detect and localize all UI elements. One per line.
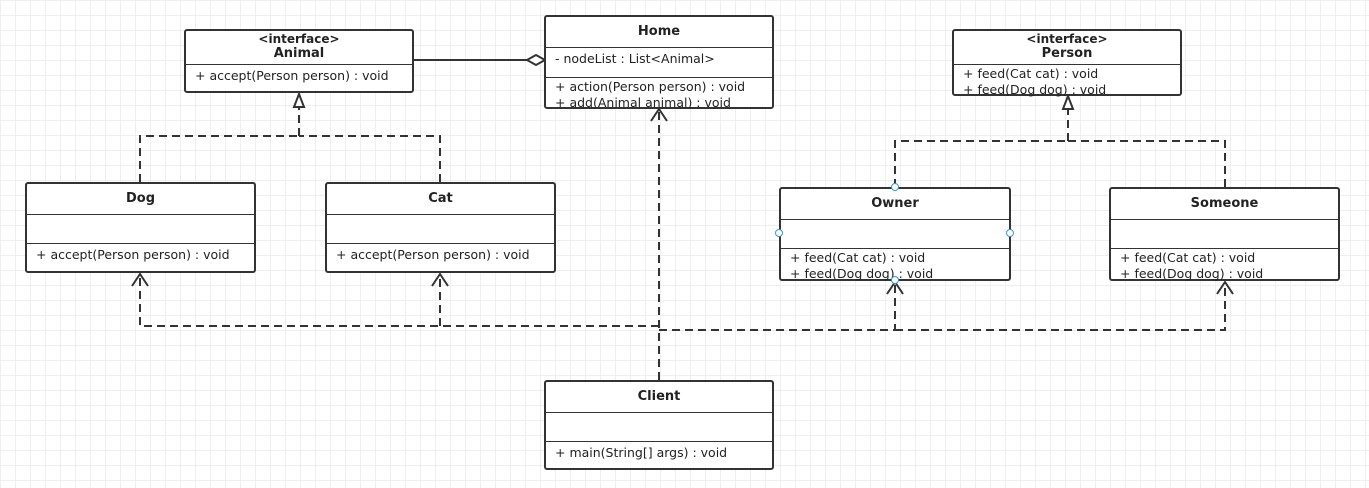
class-animal-methods: + accept(Person person) : void (186, 64, 412, 84)
realization-dog-animal[interactable] (139, 135, 299, 182)
dependency-client-owner[interactable] (659, 283, 896, 331)
selection-handle-bottom[interactable] (891, 276, 899, 284)
dependency-arrowhead-dog (131, 272, 149, 287)
realization-owner-person[interactable] (894, 140, 1068, 187)
method-item: + main(String[] args) : void (555, 445, 728, 460)
class-cat-methods: + accept(Person person) : void (327, 243, 554, 263)
class-home-methods: + action(Person person) : void + add(Ani… (546, 77, 772, 110)
method-item: + feed(Cat cat) : void (790, 250, 926, 265)
class-dog-attributes (27, 214, 254, 243)
class-cat-name: Cat (428, 191, 453, 206)
class-dog[interactable]: Dog + accept(Person person) : void (25, 182, 256, 273)
class-person-header: <interface> Person (954, 31, 1180, 64)
method-item: + add(Animal animal) : void (555, 94, 731, 110)
class-home-name: Home (637, 24, 681, 39)
class-animal-header: <interface> Animal (186, 31, 412, 64)
class-home-header: Home (546, 17, 772, 47)
class-owner-header: Owner (781, 189, 1009, 219)
method-item: + feed(Cat cat) : void (963, 66, 1099, 81)
selection-handle-top[interactable] (891, 183, 899, 191)
aggregation-diamond (524, 53, 548, 67)
class-dog-methods: + accept(Person person) : void (27, 243, 254, 263)
dependency-arrowhead-cat (431, 272, 449, 287)
class-dog-name: Dog (125, 191, 156, 206)
class-owner-name: Owner (871, 196, 919, 211)
class-person-name: Person (1041, 46, 1093, 61)
class-someone[interactable]: Someone + feed(Cat cat) : void + feed(Do… (1109, 187, 1340, 281)
dependency-arrowhead-someone (1216, 280, 1234, 295)
class-client-name: Client (637, 389, 681, 404)
class-client-attributes (546, 412, 772, 441)
class-cat[interactable]: Cat + accept(Person person) : void (325, 182, 556, 273)
class-client-methods: + main(String[] args) : void (546, 441, 772, 461)
dependency-arrowhead-home (650, 107, 668, 122)
class-dog-header: Dog (27, 184, 254, 214)
class-someone-attributes (1111, 219, 1338, 248)
class-home[interactable]: Home - nodeList : List<Animal> + action(… (544, 15, 774, 110)
class-someone-header: Someone (1111, 189, 1338, 219)
dependency-client-someone[interactable] (895, 283, 1226, 331)
class-cat-attributes (327, 214, 554, 243)
class-client[interactable]: Client + main(String[] args) : void (544, 380, 774, 470)
class-animal[interactable]: <interface> Animal + accept(Person perso… (184, 29, 414, 93)
class-person-methods: + feed(Cat cat) : void + feed(Dog dog) :… (954, 64, 1180, 97)
selection-handle-left[interactable] (775, 229, 783, 237)
class-owner[interactable]: Owner + feed(Cat cat) : void + feed(Dog … (779, 187, 1011, 281)
class-someone-methods: + feed(Cat cat) : void + feed(Dog dog) :… (1111, 248, 1338, 281)
class-person[interactable]: <interface> Person + feed(Cat cat) : voi… (952, 29, 1182, 97)
method-item: + feed(Dog dog) : void (1120, 265, 1264, 281)
class-owner-attributes (781, 219, 1009, 248)
method-item: + accept(Person person) : void (195, 68, 389, 83)
class-animal-name: Animal (273, 46, 325, 61)
class-person-stereotype: <interface> (1026, 32, 1108, 46)
selection-handle-right[interactable] (1006, 229, 1014, 237)
class-animal-stereotype: <interface> (258, 32, 340, 46)
method-item: + accept(Person person) : void (36, 247, 230, 262)
class-home-attributes: - nodeList : List<Animal> (546, 47, 772, 77)
class-client-header: Client (546, 382, 772, 412)
realization-cat-animal[interactable] (299, 135, 441, 182)
dependency-client-dog[interactable] (139, 275, 659, 327)
class-cat-header: Cat (327, 184, 554, 214)
attribute-item: - nodeList : List<Animal> (555, 51, 715, 66)
method-item: + action(Person person) : void (555, 79, 746, 94)
method-item: + accept(Person person) : void (336, 247, 530, 262)
method-item: + feed(Dog dog) : void (963, 81, 1107, 97)
realization-arrowhead-animal (292, 91, 306, 108)
method-item: + feed(Cat cat) : void (1120, 250, 1256, 265)
realization-someone-person[interactable] (1068, 140, 1226, 187)
realization-arrowhead-person (1061, 93, 1075, 110)
class-someone-name: Someone (1190, 196, 1259, 211)
